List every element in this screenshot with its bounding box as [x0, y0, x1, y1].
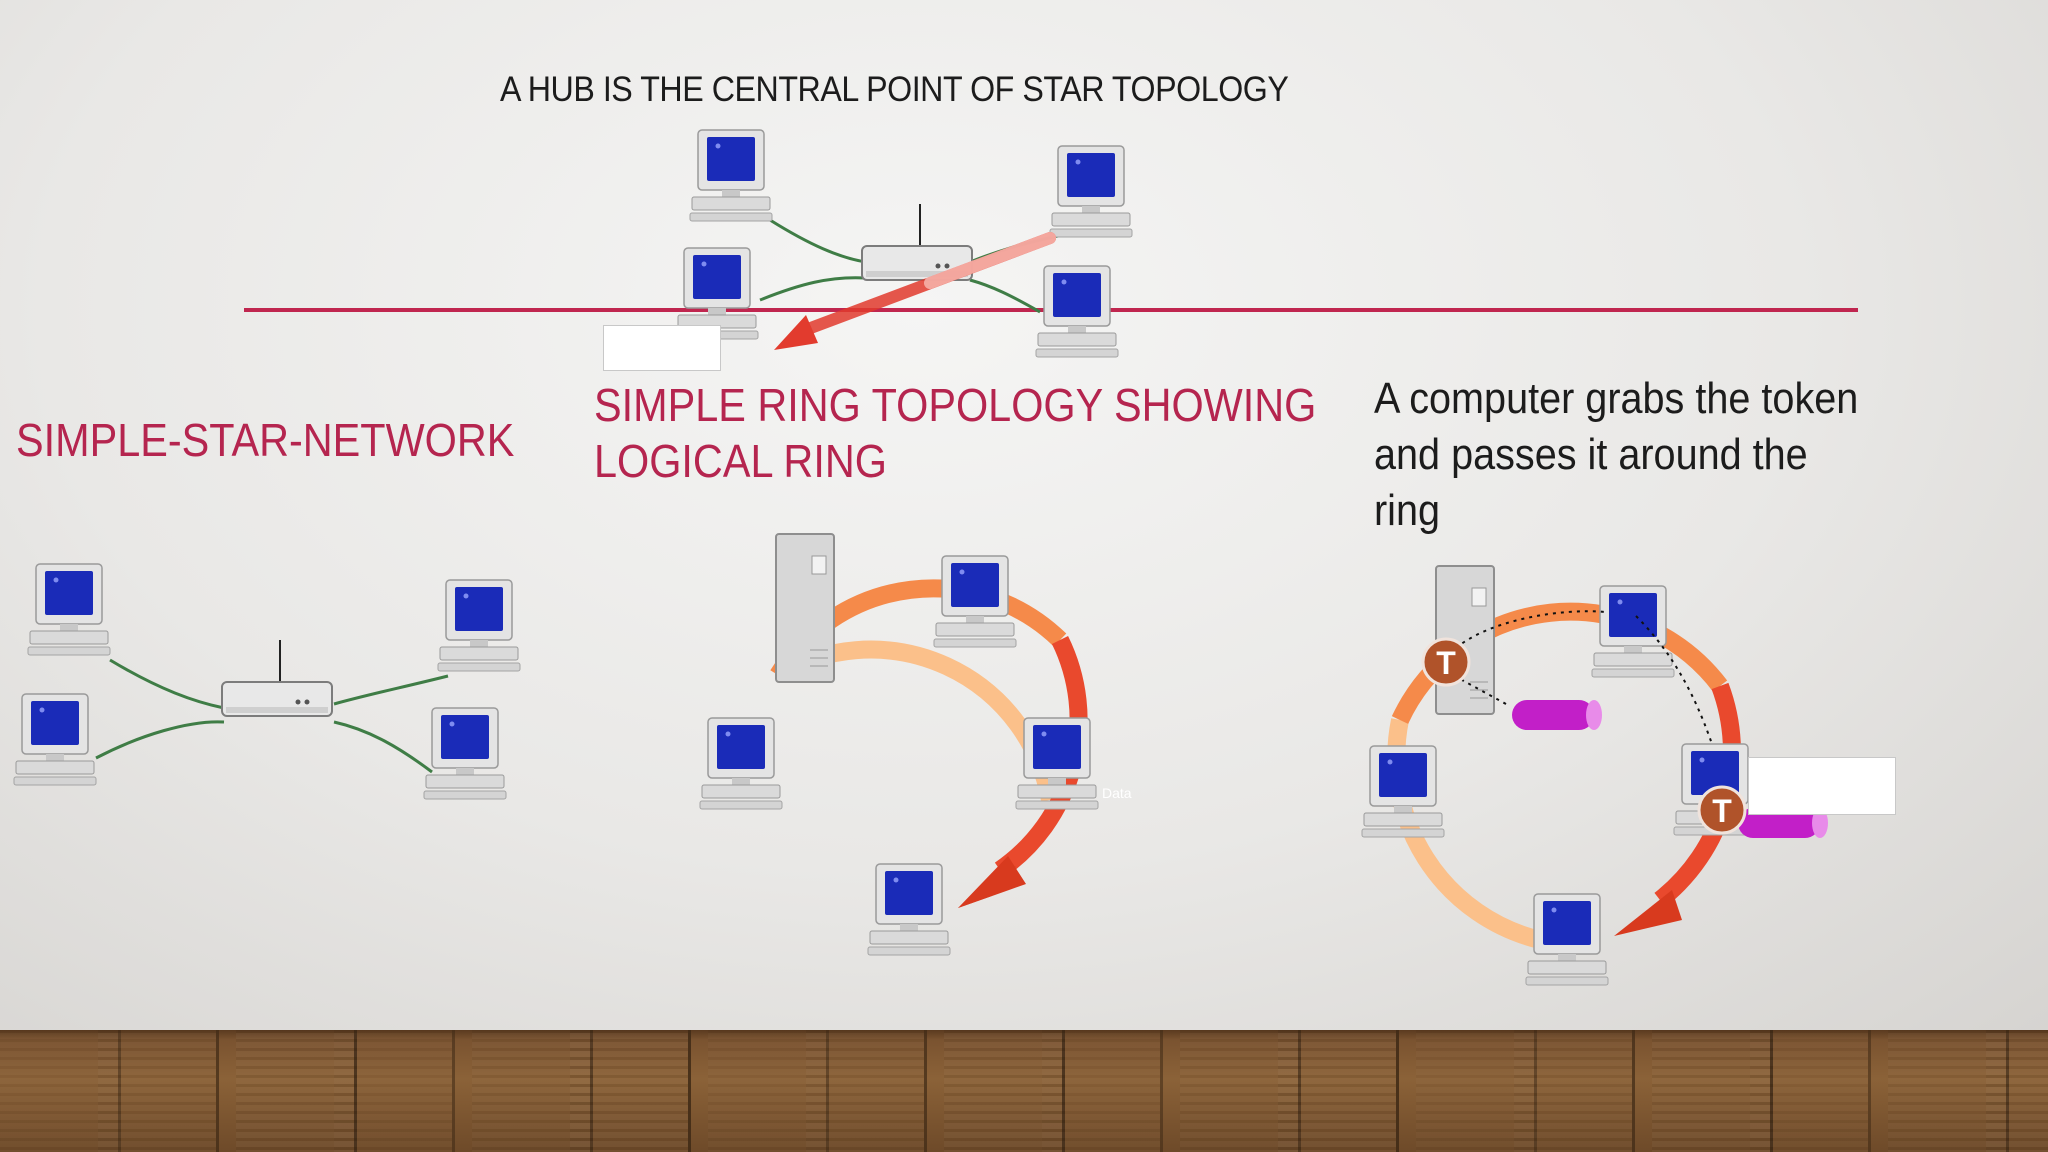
- token-caption-line2: and passes it around the: [1374, 430, 1808, 479]
- computer-icon: [1525, 893, 1609, 986]
- floor-plank: [1514, 1030, 1635, 1152]
- token-icon: [1697, 785, 1747, 835]
- blank-box: [1748, 757, 1896, 815]
- computer-icon: [867, 863, 951, 956]
- floor-plank: [806, 1030, 927, 1152]
- star-network-label: SIMPLE-STAR-NETWORK: [16, 414, 515, 466]
- floor-plank: [98, 1030, 219, 1152]
- floor-plank: [1750, 1030, 1871, 1152]
- floor-plank: [944, 1030, 1065, 1152]
- slide-title: A HUB IS THE CENTRAL POINT OF STAR TOPOL…: [500, 70, 1289, 109]
- floor-plank: [1180, 1030, 1301, 1152]
- computer-icon: [1015, 717, 1099, 810]
- floor-plank: [708, 1030, 829, 1152]
- computer-icon: [1361, 745, 1445, 838]
- ring-topology-label-line2: LOGICAL RING: [594, 435, 887, 487]
- floor-plank: [334, 1030, 455, 1152]
- floor-plank: [570, 1030, 691, 1152]
- hub-icon: [221, 639, 333, 717]
- blank-box: [603, 325, 721, 371]
- token-icon: [1421, 637, 1471, 687]
- token-letter: T: [1436, 645, 1456, 681]
- token-caption-line1: A computer grabs the token: [1374, 374, 1859, 423]
- token-letter: T: [1712, 793, 1732, 829]
- computer-icon: [933, 555, 1017, 648]
- floor-plank: [1986, 1030, 2048, 1152]
- ring-topology-label-line1: SIMPLE RING TOPOLOGY SHOWING: [594, 379, 1317, 431]
- floor-plank: [0, 1030, 121, 1152]
- computer-icon: [1035, 265, 1119, 358]
- computer-icon: [437, 579, 521, 672]
- computer-icon: [699, 717, 783, 810]
- computer-icon: [423, 707, 507, 800]
- computer-icon: [1049, 145, 1133, 238]
- floor-plank: [236, 1030, 357, 1152]
- token-path: [1455, 610, 1713, 745]
- floor-plank: [1042, 1030, 1163, 1152]
- floor-plank: [1652, 1030, 1773, 1152]
- computer-icon: [689, 129, 773, 222]
- computer-icon: [1591, 585, 1675, 678]
- server-icon: [775, 533, 835, 683]
- data-packet-icon: [1512, 700, 1602, 730]
- computer-icon: [13, 693, 97, 786]
- floor-plank: [1278, 1030, 1399, 1152]
- floor-plank: [472, 1030, 593, 1152]
- floor-plank: [1416, 1030, 1537, 1152]
- data-tag: Data: [1102, 785, 1132, 801]
- token-caption-line3: ring: [1374, 486, 1441, 535]
- computer-icon: [27, 563, 111, 656]
- data-packet-icon: [1738, 808, 1828, 838]
- wood-floor: [0, 1030, 2048, 1152]
- star-cables: [95, 658, 449, 774]
- arrow-icon: [774, 232, 1056, 350]
- floor-plank: [1888, 1030, 2009, 1152]
